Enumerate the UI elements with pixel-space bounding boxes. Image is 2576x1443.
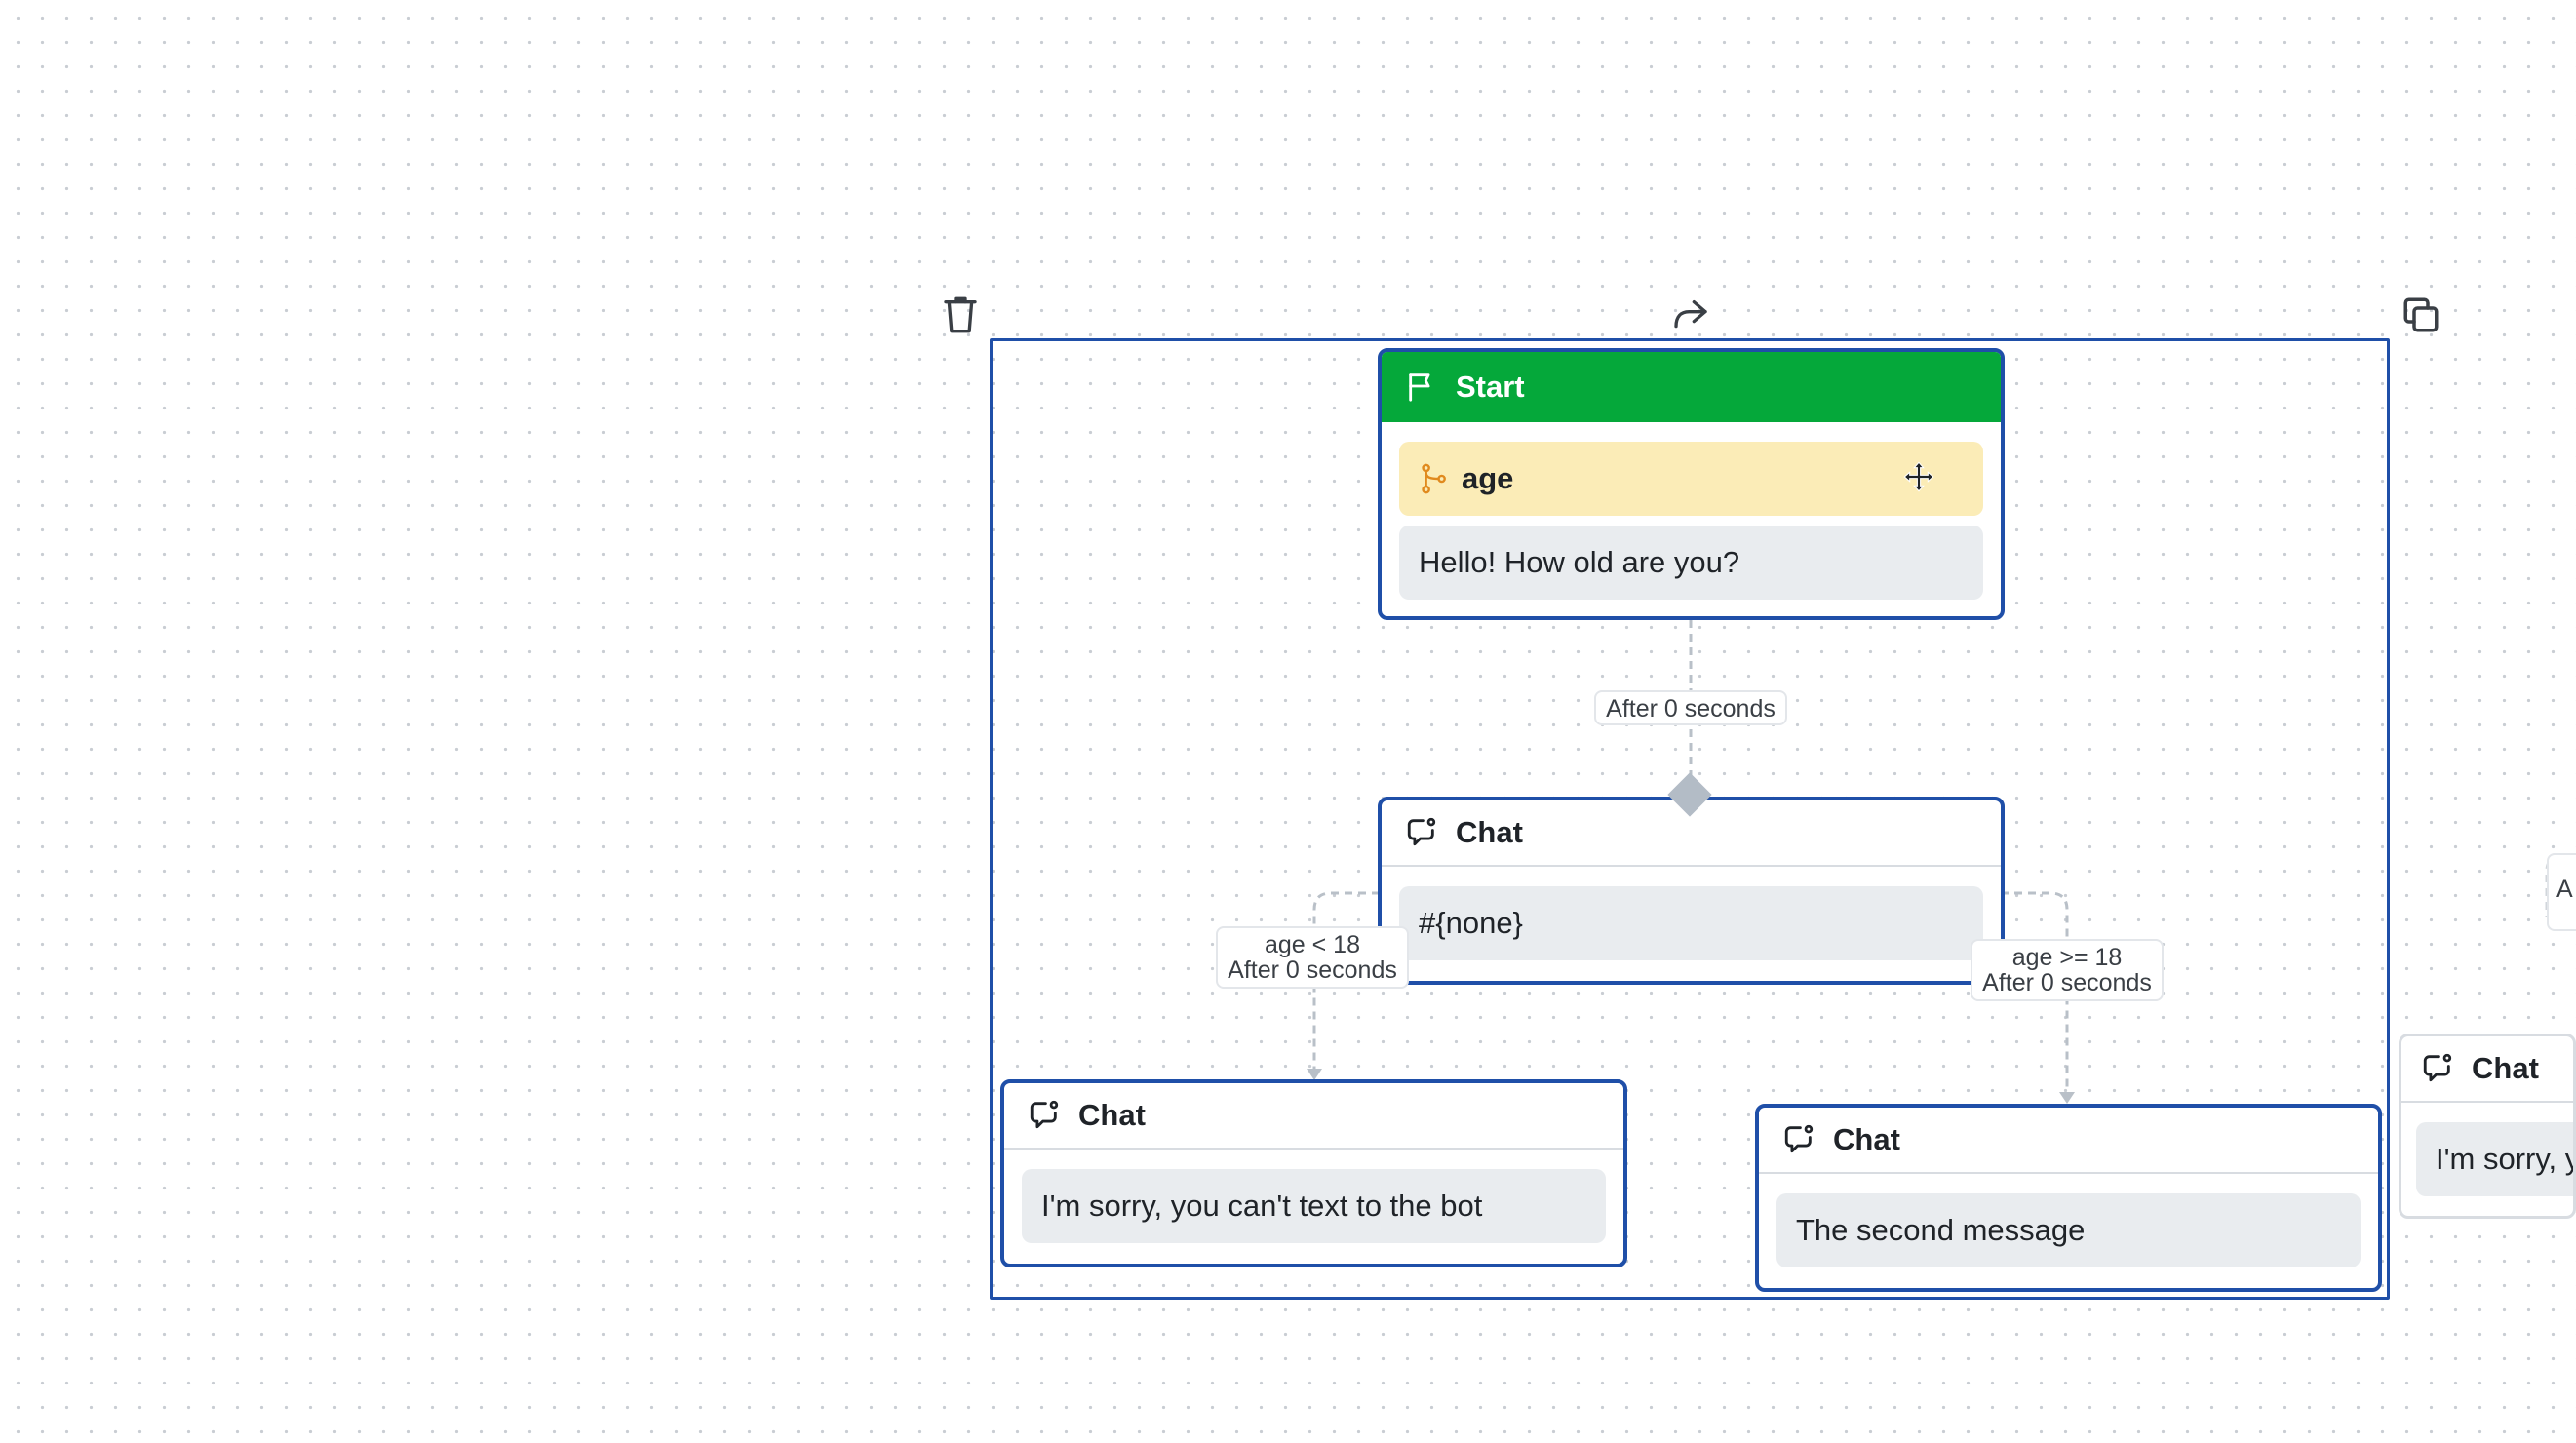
message-text: Hello! How old are you? (1419, 545, 1739, 580)
message-text: The second message (1796, 1213, 2085, 1248)
message-text: #{none} (1419, 906, 1523, 941)
flag-icon (1405, 370, 1440, 405)
chat-bubble-icon (2421, 1051, 2456, 1086)
share-arrow-icon[interactable] (1667, 292, 1714, 338)
message-row[interactable]: I'm sorry, you can't text to the bot (1022, 1169, 1606, 1243)
chat-node-header: Chat (1759, 1108, 2378, 1174)
trash-icon[interactable] (937, 292, 984, 338)
branch-icon (1419, 463, 1448, 494)
chat-node-header: Chat (1004, 1083, 1623, 1150)
move-cursor-icon (1903, 461, 1934, 500)
chat-node-partial[interactable]: Chat I'm sorry, y (2399, 1034, 2576, 1219)
message-row[interactable]: I'm sorry, y (2416, 1122, 2573, 1196)
chat-bubble-icon (1782, 1122, 1817, 1157)
chat-node-left[interactable]: Chat I'm sorry, you can't text to the bo… (1000, 1079, 1627, 1268)
message-text: I'm sorry, you can't text to the bot (1041, 1189, 1482, 1224)
start-node-title: Start (1456, 370, 1525, 405)
start-node[interactable]: Start age Hello! How old are you? (1378, 348, 2005, 620)
chat-node-header: Chat (2401, 1036, 2573, 1103)
chat-node-title: Chat (2472, 1051, 2539, 1086)
chat-node-center[interactable]: Chat #{none} (1378, 797, 2005, 985)
chat-node-title: Chat (1456, 815, 1523, 850)
chat-node-title: Chat (1833, 1122, 1900, 1157)
message-row[interactable]: The second message (1776, 1193, 2361, 1268)
chat-bubble-icon (1028, 1098, 1063, 1133)
message-row[interactable]: #{none} (1399, 886, 1983, 960)
variable-name: age (1462, 461, 1513, 496)
chat-bubble-icon (1405, 815, 1440, 850)
message-row[interactable]: Hello! How old are you? (1399, 526, 1983, 600)
message-text: I'm sorry, y (2436, 1142, 2573, 1177)
variable-row[interactable]: age (1399, 442, 1983, 516)
chat-node-right[interactable]: Chat The second message (1755, 1104, 2382, 1292)
edge-label-partial[interactable]: A (2547, 853, 2576, 931)
start-node-header: Start (1382, 352, 2001, 422)
copy-icon[interactable] (2398, 292, 2444, 338)
edge-label-start-chat[interactable]: After 0 seconds (1594, 690, 1787, 725)
chat-node-title: Chat (1078, 1098, 1146, 1133)
edge-label-left[interactable]: age < 18 After 0 seconds (1216, 926, 1409, 989)
edge-label-right[interactable]: age >= 18 After 0 seconds (1971, 939, 2164, 1001)
